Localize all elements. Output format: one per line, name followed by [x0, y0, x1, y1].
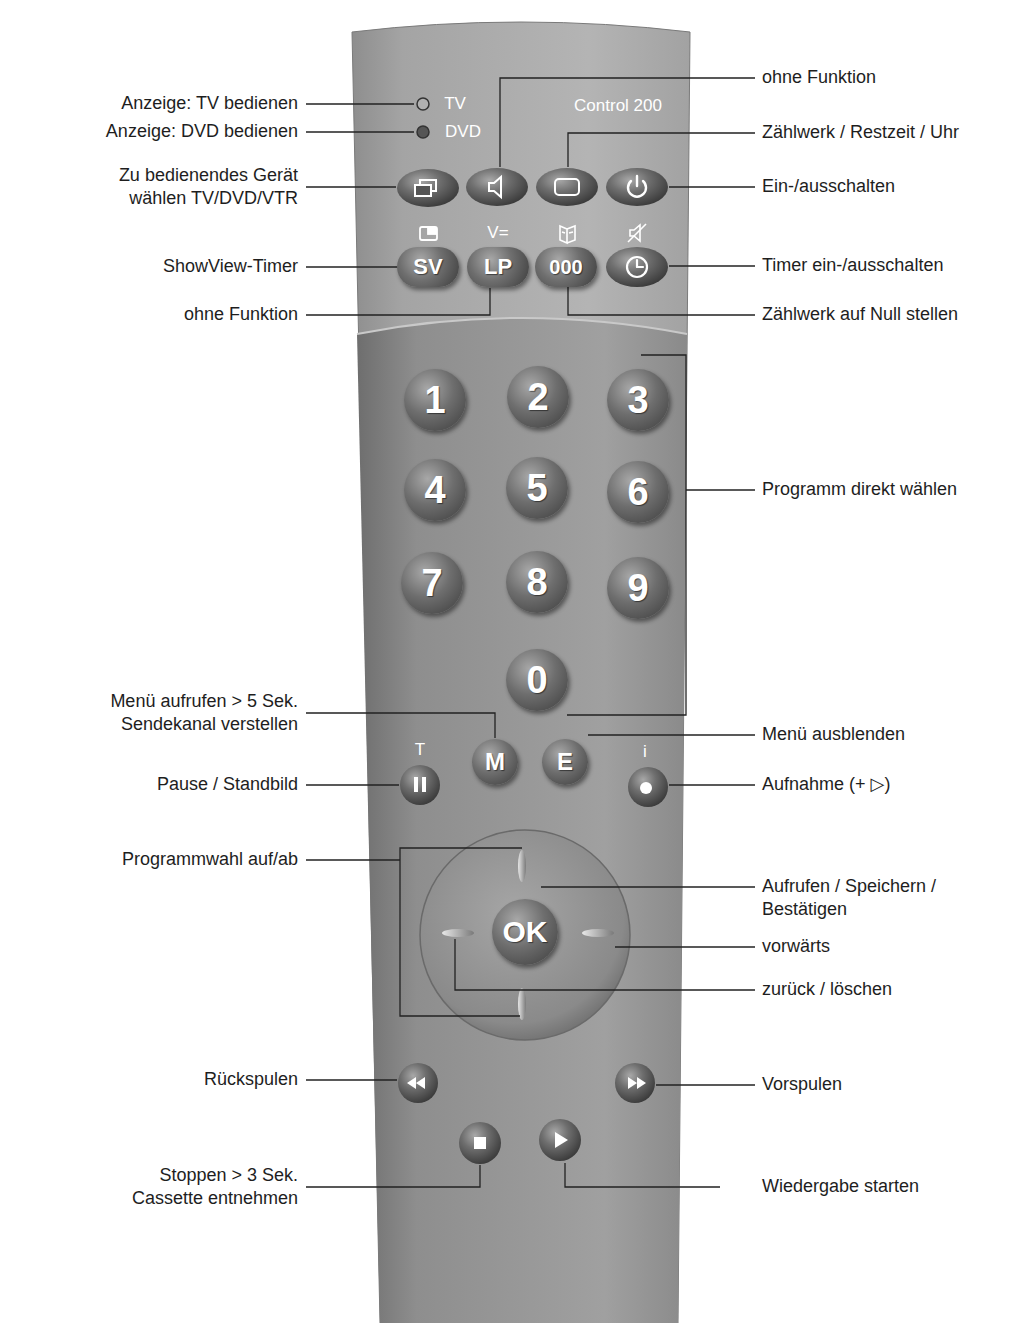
keypad-button: 4: [404, 459, 466, 521]
button-label: 7: [421, 564, 442, 602]
right-key: [582, 929, 614, 937]
callout-label: Timer ein-/ausschalten: [762, 254, 1002, 277]
button-label: SV: [413, 256, 442, 278]
display-button: [536, 168, 598, 206]
speaker-icon: [489, 177, 501, 197]
callout-label: Anzeige: TV bedienen: [58, 92, 298, 115]
callout-label: Menü aufrufen > 5 Sek. Sendekanal verste…: [58, 690, 298, 736]
pause-icon: [422, 777, 426, 792]
keypad-button: 9: [607, 557, 669, 619]
key-caption: T: [415, 740, 425, 760]
timer-button: [606, 247, 668, 287]
clock-icon: [627, 257, 647, 277]
leader-lines: [306, 78, 755, 1187]
keypad-button: 6: [607, 461, 669, 523]
direction-pad: [420, 830, 630, 1040]
callout-label: Vorspulen: [762, 1073, 1002, 1096]
remote-lower-panel: [357, 318, 687, 1323]
key-caption: V=: [487, 223, 508, 243]
keypad-button: 8: [506, 551, 568, 613]
button-label: E: [557, 750, 573, 774]
power-button: [606, 168, 668, 206]
remote-housing: [352, 22, 690, 1323]
keypad-button: 2: [507, 366, 569, 428]
pause-button: [400, 765, 440, 805]
device-button: [397, 169, 459, 207]
callout-label: vorwärts: [762, 935, 1002, 958]
keypad-button: E: [542, 739, 588, 785]
callout-label: Ein-/ausschalten: [762, 175, 1002, 198]
rewind-button: [398, 1063, 438, 1103]
callout-label: Aufrufen / Speichern / Bestätigen: [762, 875, 1002, 921]
button-label: OK: [503, 917, 548, 947]
play-icon: [555, 1132, 568, 1148]
record-button: [628, 767, 668, 807]
button-label: 2: [527, 378, 548, 416]
speaker-button: [466, 168, 528, 206]
keypad-button: 7: [401, 552, 463, 614]
callout-label: Zu bedienendes Gerät wählen TV/DVD/VTR: [63, 164, 298, 210]
callout-label: ohne Funktion: [58, 303, 298, 326]
dvd-led: [417, 126, 429, 138]
down-key: [518, 988, 526, 1020]
tv-led: [417, 98, 429, 110]
book-icon: [560, 226, 575, 243]
keypad-button: OK: [492, 899, 558, 965]
panel-edge: [357, 318, 687, 334]
callout-label: Programmwahl auf/ab: [58, 848, 298, 871]
keypad-button: 5: [506, 457, 568, 519]
rewind-icon: [407, 1077, 425, 1089]
callout-label: zurück / löschen: [762, 978, 1002, 1001]
key-caption: TV: [444, 94, 466, 114]
button-label: 9: [627, 569, 648, 607]
button-label: 0: [526, 661, 547, 699]
callout-label: Wiedergabe starten: [762, 1175, 1002, 1198]
record-icon: [640, 782, 652, 794]
button-label: 1: [424, 381, 445, 419]
callout-label: Zählwerk / Restzeit / Uhr: [762, 121, 1002, 144]
forward-icon: [628, 1077, 646, 1089]
keypad-button: M: [472, 739, 518, 785]
callout-label: Programm direkt wählen: [762, 478, 1002, 501]
callout-label: ShowView-Timer: [58, 255, 298, 278]
callout-label: Aufnahme (+ ▷): [762, 773, 1002, 796]
keypad-button: 000: [535, 247, 597, 287]
button-label: LP: [484, 256, 512, 278]
keypad-button: 3: [607, 369, 669, 431]
callout-label: ohne Funktion: [762, 66, 1002, 89]
forward-button: [615, 1063, 655, 1103]
play-button: [539, 1119, 581, 1161]
left-key: [442, 929, 474, 937]
pause-icon: [414, 777, 418, 792]
pip-icon: [420, 227, 437, 240]
mute-icon: [628, 224, 646, 242]
button-label: 3: [627, 381, 648, 419]
keypad-button: 0: [506, 649, 568, 711]
stop-icon: [474, 1137, 486, 1149]
button-label: 6: [627, 473, 648, 511]
key-caption: DVD: [445, 122, 481, 142]
key-caption: Control 200: [574, 96, 662, 116]
callout-label: Anzeige: DVD bedienen: [58, 120, 298, 143]
stop-button: [459, 1122, 501, 1164]
up-key: [518, 850, 526, 882]
key-caption: i: [643, 742, 647, 762]
keypad-button: SV: [397, 247, 459, 287]
device-icon: [415, 180, 436, 196]
callout-label: Pause / Standbild: [58, 773, 298, 796]
button-label: 4: [424, 471, 445, 509]
button-label: 8: [526, 563, 547, 601]
button-label: 5: [526, 469, 547, 507]
button-label: M: [485, 750, 505, 774]
callout-label: Zählwerk auf Null stellen: [762, 303, 1002, 326]
button-label: 000: [549, 257, 582, 277]
callout-label: Rückspulen: [58, 1068, 298, 1091]
keypad-button: 1: [404, 369, 466, 431]
display-icon: [555, 179, 579, 195]
power-icon: [628, 176, 646, 197]
callout-label: Menü ausblenden: [762, 723, 1002, 746]
callout-label: Stoppen > 3 Sek. Cassette entnehmen: [108, 1164, 298, 1210]
keypad-button: LP: [467, 247, 529, 287]
